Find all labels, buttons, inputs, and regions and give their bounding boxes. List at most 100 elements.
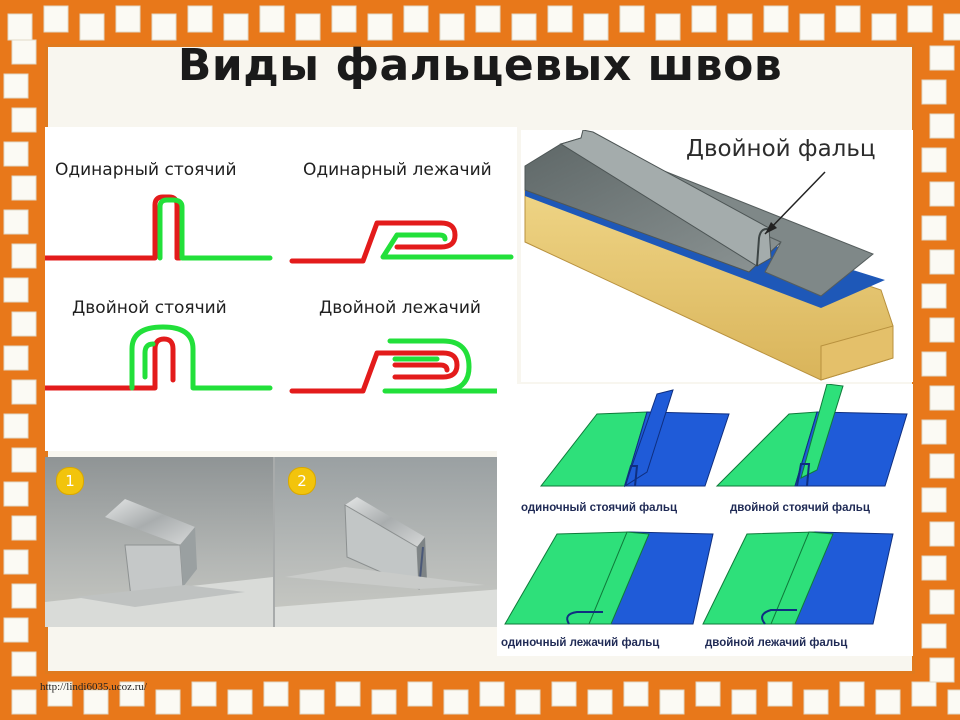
caption-double-lying: двойной лежачий фальц [705, 637, 848, 649]
frame-tile [929, 317, 955, 343]
standing-seam-ridge [559, 130, 772, 267]
double-lying-seam-diagram [289, 338, 517, 394]
frame-tile [11, 651, 37, 677]
frame-tile [659, 689, 685, 715]
frame-tile [263, 681, 289, 707]
frame-tile [803, 689, 829, 715]
frame-tile [911, 681, 937, 707]
frame-tile [3, 277, 29, 303]
frame-tile [731, 689, 757, 715]
frame-tile [921, 623, 947, 649]
frame-tile [479, 681, 505, 707]
frame-tile [11, 447, 37, 473]
seam-photos-panel: 1 2 [45, 457, 503, 627]
frame-tile [331, 5, 357, 33]
frame-tile [223, 13, 249, 41]
frame-tile [191, 681, 217, 707]
label-double-standing: Двойной стоячий [72, 298, 227, 318]
frame-tile [763, 5, 789, 33]
frame-tile [619, 5, 645, 33]
frame-tile [929, 453, 955, 479]
frame-tile [79, 13, 105, 41]
double-standing-seam-diagram [45, 324, 273, 391]
photo-badge-1: 1 [56, 467, 84, 495]
frame-tile [335, 681, 361, 707]
frame-tile [227, 689, 253, 715]
frame-tile [929, 45, 955, 71]
double-seam-illustration [524, 130, 894, 381]
frame-tile [547, 5, 573, 33]
photo-2-double-seam-sample [275, 497, 503, 627]
frame-tile [11, 379, 37, 405]
frame-tile [583, 13, 609, 41]
frame-tile [929, 249, 955, 275]
frame-tile [7, 13, 33, 41]
frame-tile [403, 5, 429, 33]
single-standing-seam-diagram [45, 194, 273, 261]
frame-tile [587, 689, 613, 715]
frame-tile [929, 589, 955, 615]
seam-types-illustrations [504, 384, 908, 625]
label-double-lying: Двойной лежачий [319, 298, 481, 318]
frame-tile [921, 487, 947, 513]
caption-single-standing: одиночный стоячий фальц [521, 502, 678, 514]
frame-tile [11, 39, 37, 65]
frame-tile [875, 689, 901, 715]
frame-tile [929, 181, 955, 207]
label-single-standing: Одинарный стоячий [55, 160, 237, 180]
single-lying-illustration [504, 531, 714, 625]
frame-tile [371, 689, 397, 715]
frame-tile [929, 521, 955, 547]
frame-tile [47, 681, 73, 707]
double-seam-illustration-panel: Двойной фальц [521, 130, 913, 382]
frame-tile [921, 351, 947, 377]
source-url: http://lindi6035.ucoz.ru/ [40, 681, 147, 693]
frame-tile [655, 13, 681, 41]
caption-double-standing: двойной стоячий фальц [730, 502, 870, 514]
frame-tile [3, 617, 29, 643]
frame-tile [3, 345, 29, 371]
frame-tile [259, 5, 285, 33]
frame-tile [943, 13, 960, 41]
frame-tile [151, 13, 177, 41]
frame-tile [11, 515, 37, 541]
label-single-lying: Одинарный лежачий [303, 160, 492, 180]
frame-tile [11, 243, 37, 269]
frame-tile [407, 681, 433, 707]
single-standing-illustration [539, 389, 730, 488]
double-lying-illustration [702, 531, 894, 625]
frame-tile [11, 311, 37, 337]
frame-tile [727, 13, 753, 41]
frame-tile [155, 689, 181, 715]
frame-tile [839, 681, 865, 707]
frame-tile [11, 583, 37, 609]
frame-tile [835, 5, 861, 33]
frame-tile [11, 175, 37, 201]
double-standing-illustration [715, 384, 908, 487]
frame-tile [367, 13, 393, 41]
frame-tile [3, 481, 29, 507]
frame-tile [3, 209, 29, 235]
frame-tile [3, 141, 29, 167]
seam-diagrams [45, 194, 517, 394]
frame-tile [929, 657, 955, 683]
frame-tile [299, 689, 325, 715]
frame-tile [691, 5, 717, 33]
frame-tile [3, 413, 29, 439]
frame-tile [511, 13, 537, 41]
frame-tile [799, 13, 825, 41]
frame-tile [11, 689, 37, 715]
seam-diagram-panel: Одинарный стоячий Одинарный лежачий Двой… [45, 127, 517, 451]
frame-tile [907, 5, 933, 33]
frame-tile [83, 689, 109, 715]
frame-tile [115, 5, 141, 33]
frame-tile [475, 5, 501, 33]
frame-tile [443, 689, 469, 715]
frame-tile [3, 549, 29, 575]
frame-tile [921, 283, 947, 309]
frame-tile [921, 147, 947, 173]
frame-tile [295, 13, 321, 41]
frame-tile [3, 73, 29, 99]
photo-1-single-seam-sample [45, 499, 273, 627]
frame-tile [767, 681, 793, 707]
